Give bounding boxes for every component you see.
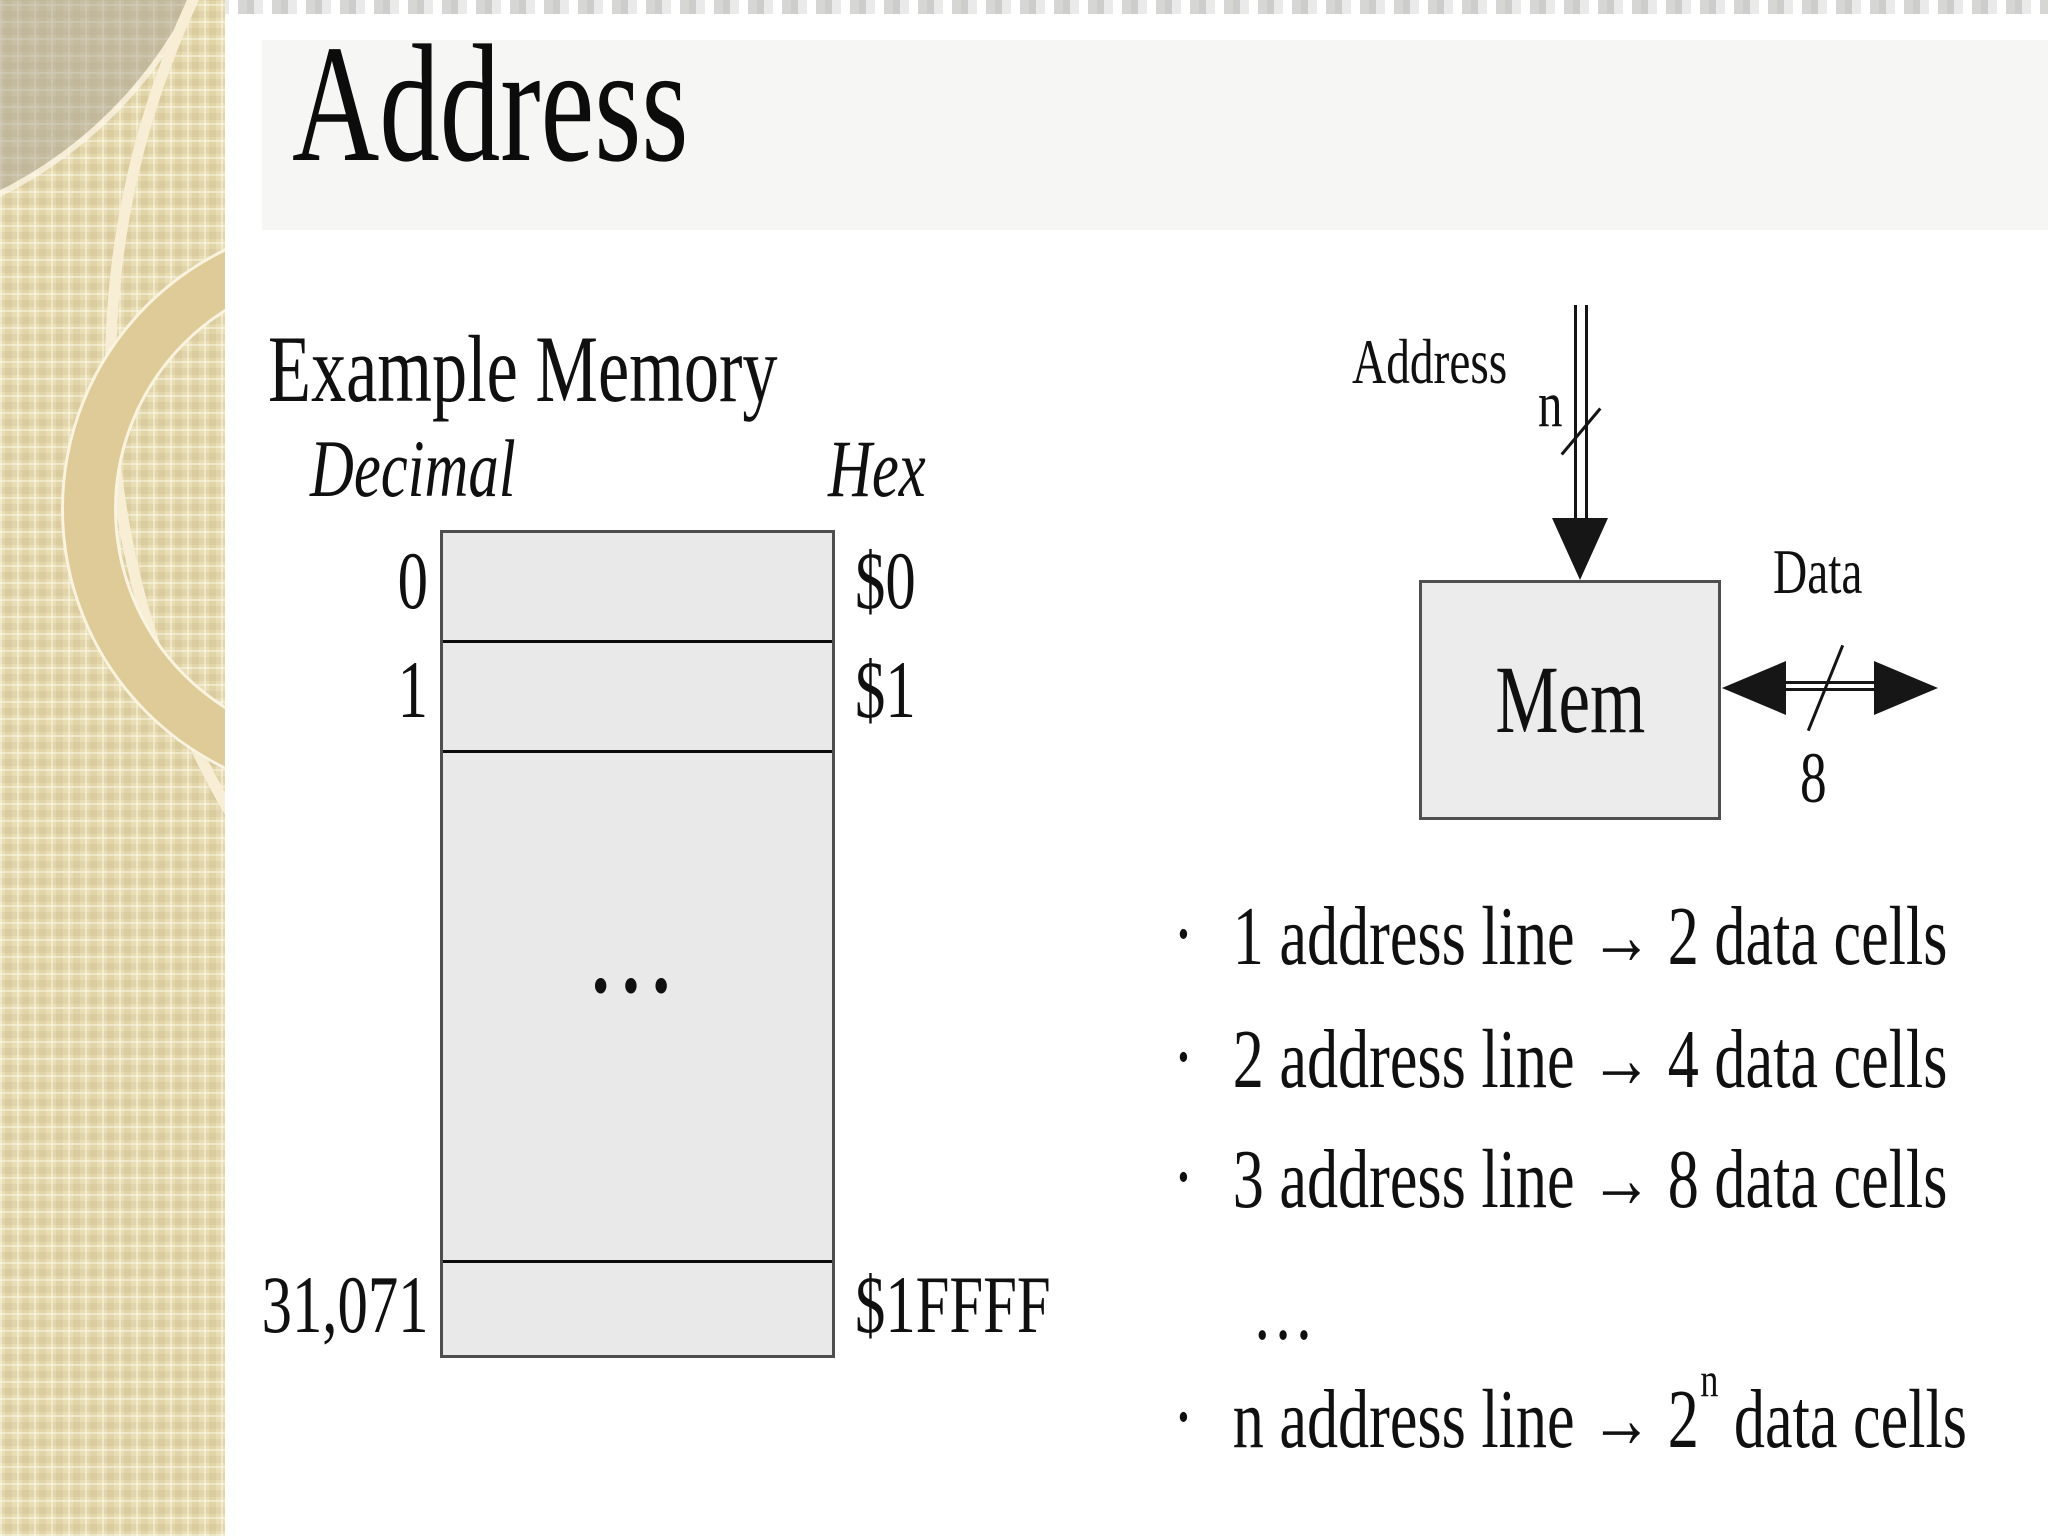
bullet-text: 2 address line → 4 data cells: [1232, 1013, 1948, 1106]
data-bus-width-label: 8: [1800, 738, 1827, 818]
row-divider: [443, 750, 832, 753]
hex-address-0: $0: [855, 535, 916, 626]
data-bus-line: [1786, 681, 1874, 691]
bullet-continuation-ellipsis: …: [1252, 1265, 1322, 1358]
bullet-dot-icon: •: [1178, 1035, 1189, 1081]
row-divider: [443, 1260, 832, 1263]
bullet-dot-icon: •: [1178, 1155, 1189, 1201]
bullet-item: •1 address line → 2 data cells: [1178, 895, 2048, 979]
hex-address-last: $1FFFF: [855, 1259, 1051, 1350]
address-bus-width-label: n: [1538, 368, 1563, 441]
example-memory-heading: Example Memory: [268, 316, 778, 422]
bullet-text: 1 address line → 2 data cells: [1232, 890, 1948, 983]
address-bus-line: [1574, 305, 1588, 520]
bullet-dot-icon: •: [1178, 1395, 1189, 1441]
memory-middle-ellipsis: ...: [592, 907, 683, 1013]
top-edge-dashes: [0, 0, 2048, 14]
mem-box: Mem: [1419, 580, 1721, 820]
data-bus-label: Data: [1773, 536, 1863, 607]
address-arrowhead-icon: [1552, 518, 1608, 580]
row-divider: [443, 640, 832, 643]
hex-address-1: $1: [855, 644, 916, 735]
exponent-n: n: [1700, 1353, 1719, 1408]
bullet-item: •3 address line → 8 data cells: [1178, 1138, 2048, 1222]
title-band: Address: [262, 20, 2048, 230]
page-title-text: Address: [292, 11, 689, 197]
page-title: Address: [292, 20, 843, 188]
bullet-item: •n address line → 2n data cells: [1178, 1356, 2048, 1462]
data-arrowhead-right-icon: [1874, 661, 1938, 715]
bullet-text: 3 address line → 8 data cells: [1232, 1133, 1948, 1226]
bullet-dot-icon: •: [1178, 912, 1189, 958]
decimal-address-last: 31,071: [261, 1259, 428, 1350]
sidebar-decoration: [0, 0, 225, 1536]
address-bus-label: Address: [1352, 326, 1508, 397]
decimal-address-0: 0: [397, 535, 428, 626]
memory-table: ...: [440, 530, 835, 1358]
bullet-text: n address line → 2n data cells: [1232, 1353, 1967, 1466]
column-header-hex: Hex: [828, 423, 926, 514]
data-arrowhead-left-icon: [1722, 661, 1786, 715]
column-header-decimal: Decimal: [310, 423, 516, 514]
decimal-address-1: 1: [397, 644, 428, 735]
bullet-item: •2 address line → 4 data cells: [1178, 1018, 2048, 1102]
